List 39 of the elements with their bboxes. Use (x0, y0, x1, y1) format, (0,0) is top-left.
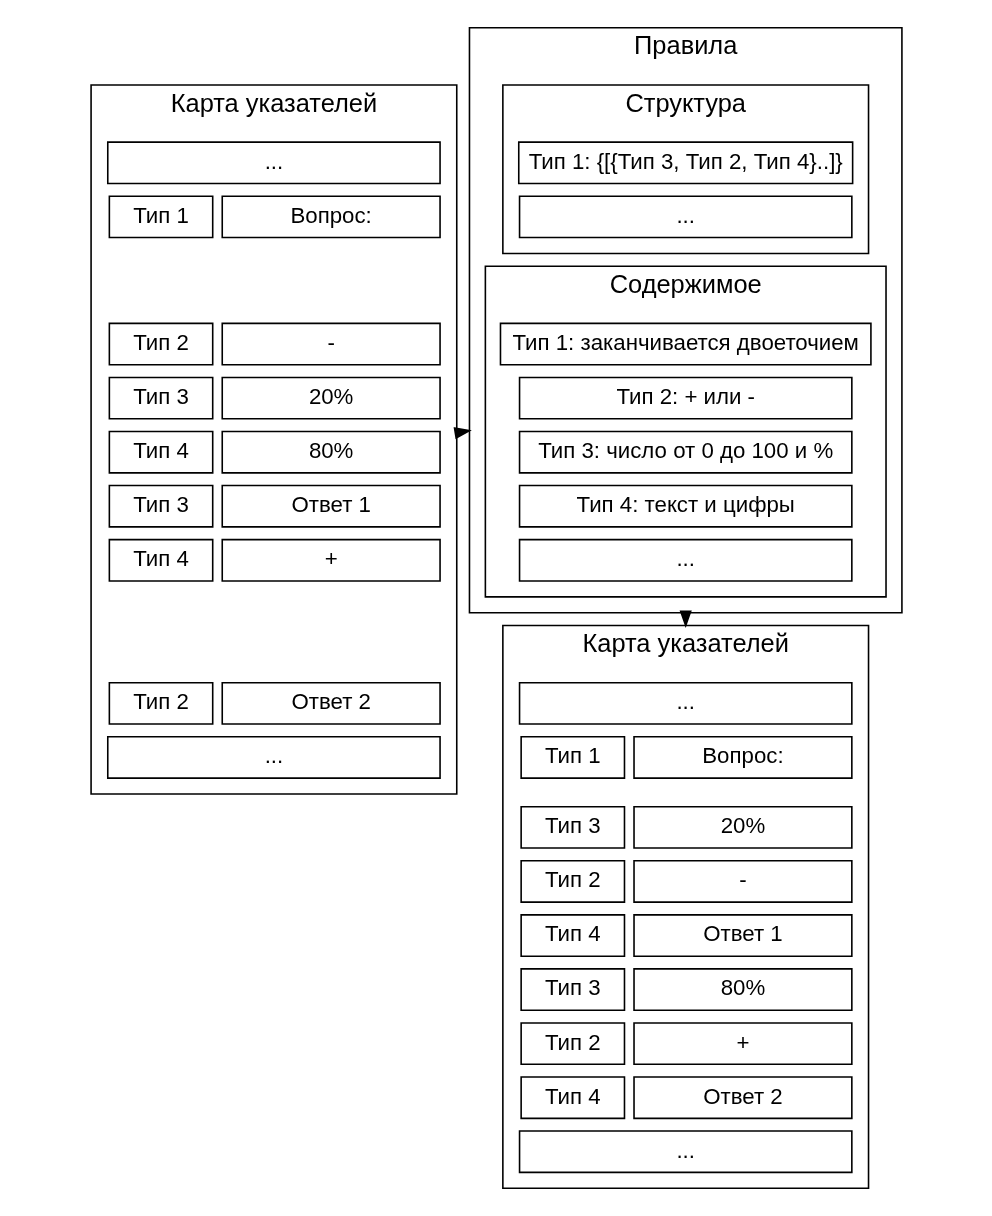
node-box: Тип 1: заканчивается двоеточием (499, 322, 872, 366)
node-box: Тип 2 (108, 681, 213, 725)
node-box: - (632, 860, 853, 903)
node-box: Тип 4 (519, 914, 625, 957)
node-box: + (220, 538, 441, 582)
node-box: Ответ 2 (220, 681, 441, 725)
node-box: - (220, 322, 441, 366)
node-box: ... (106, 141, 441, 185)
node-box: Тип 1 (108, 195, 213, 239)
node-box: Тип 3 (108, 484, 213, 528)
node-box: 20% (220, 376, 441, 420)
node-box: Ответ 2 (632, 1076, 853, 1120)
node-box: Тип 3 (108, 376, 213, 420)
node-box: ... (518, 1130, 853, 1174)
node-box: + (632, 1022, 853, 1066)
node-box: Тип 1: {[{Тип 3, Тип 2, Тип 4}..]} (517, 141, 853, 185)
node-box: 80% (632, 968, 853, 1012)
node-box: Вопрос: (220, 195, 441, 239)
node-box: Тип 4: текст и цифры (518, 484, 853, 528)
node-box: Тип 3 (519, 805, 625, 849)
node-box: ... (518, 681, 853, 725)
node-box: Тип 4 (108, 538, 213, 582)
node-box: Тип 1 (519, 736, 625, 779)
node-box: Тип 2 (108, 322, 213, 366)
node-box: 80% (220, 430, 441, 474)
node-box: Тип 4 (108, 430, 213, 474)
node-box: Тип 2: + или - (518, 376, 853, 420)
node-box: Тип 4 (519, 1076, 625, 1120)
node-box: Ответ 1 (220, 484, 441, 528)
node-box: ... (518, 195, 853, 239)
node-box: Тип 2 (519, 860, 625, 903)
node-box: ... (518, 538, 853, 582)
node-box: ... (106, 736, 441, 779)
node-box: 20% (632, 805, 853, 849)
node-box: Тип 3 (519, 968, 625, 1012)
node-box: Вопрос: (632, 736, 853, 779)
node-box: Тип 3: число от 0 до 100 и % (518, 430, 853, 474)
node-box: Ответ 1 (632, 914, 853, 957)
node-box: Тип 2 (519, 1022, 625, 1066)
